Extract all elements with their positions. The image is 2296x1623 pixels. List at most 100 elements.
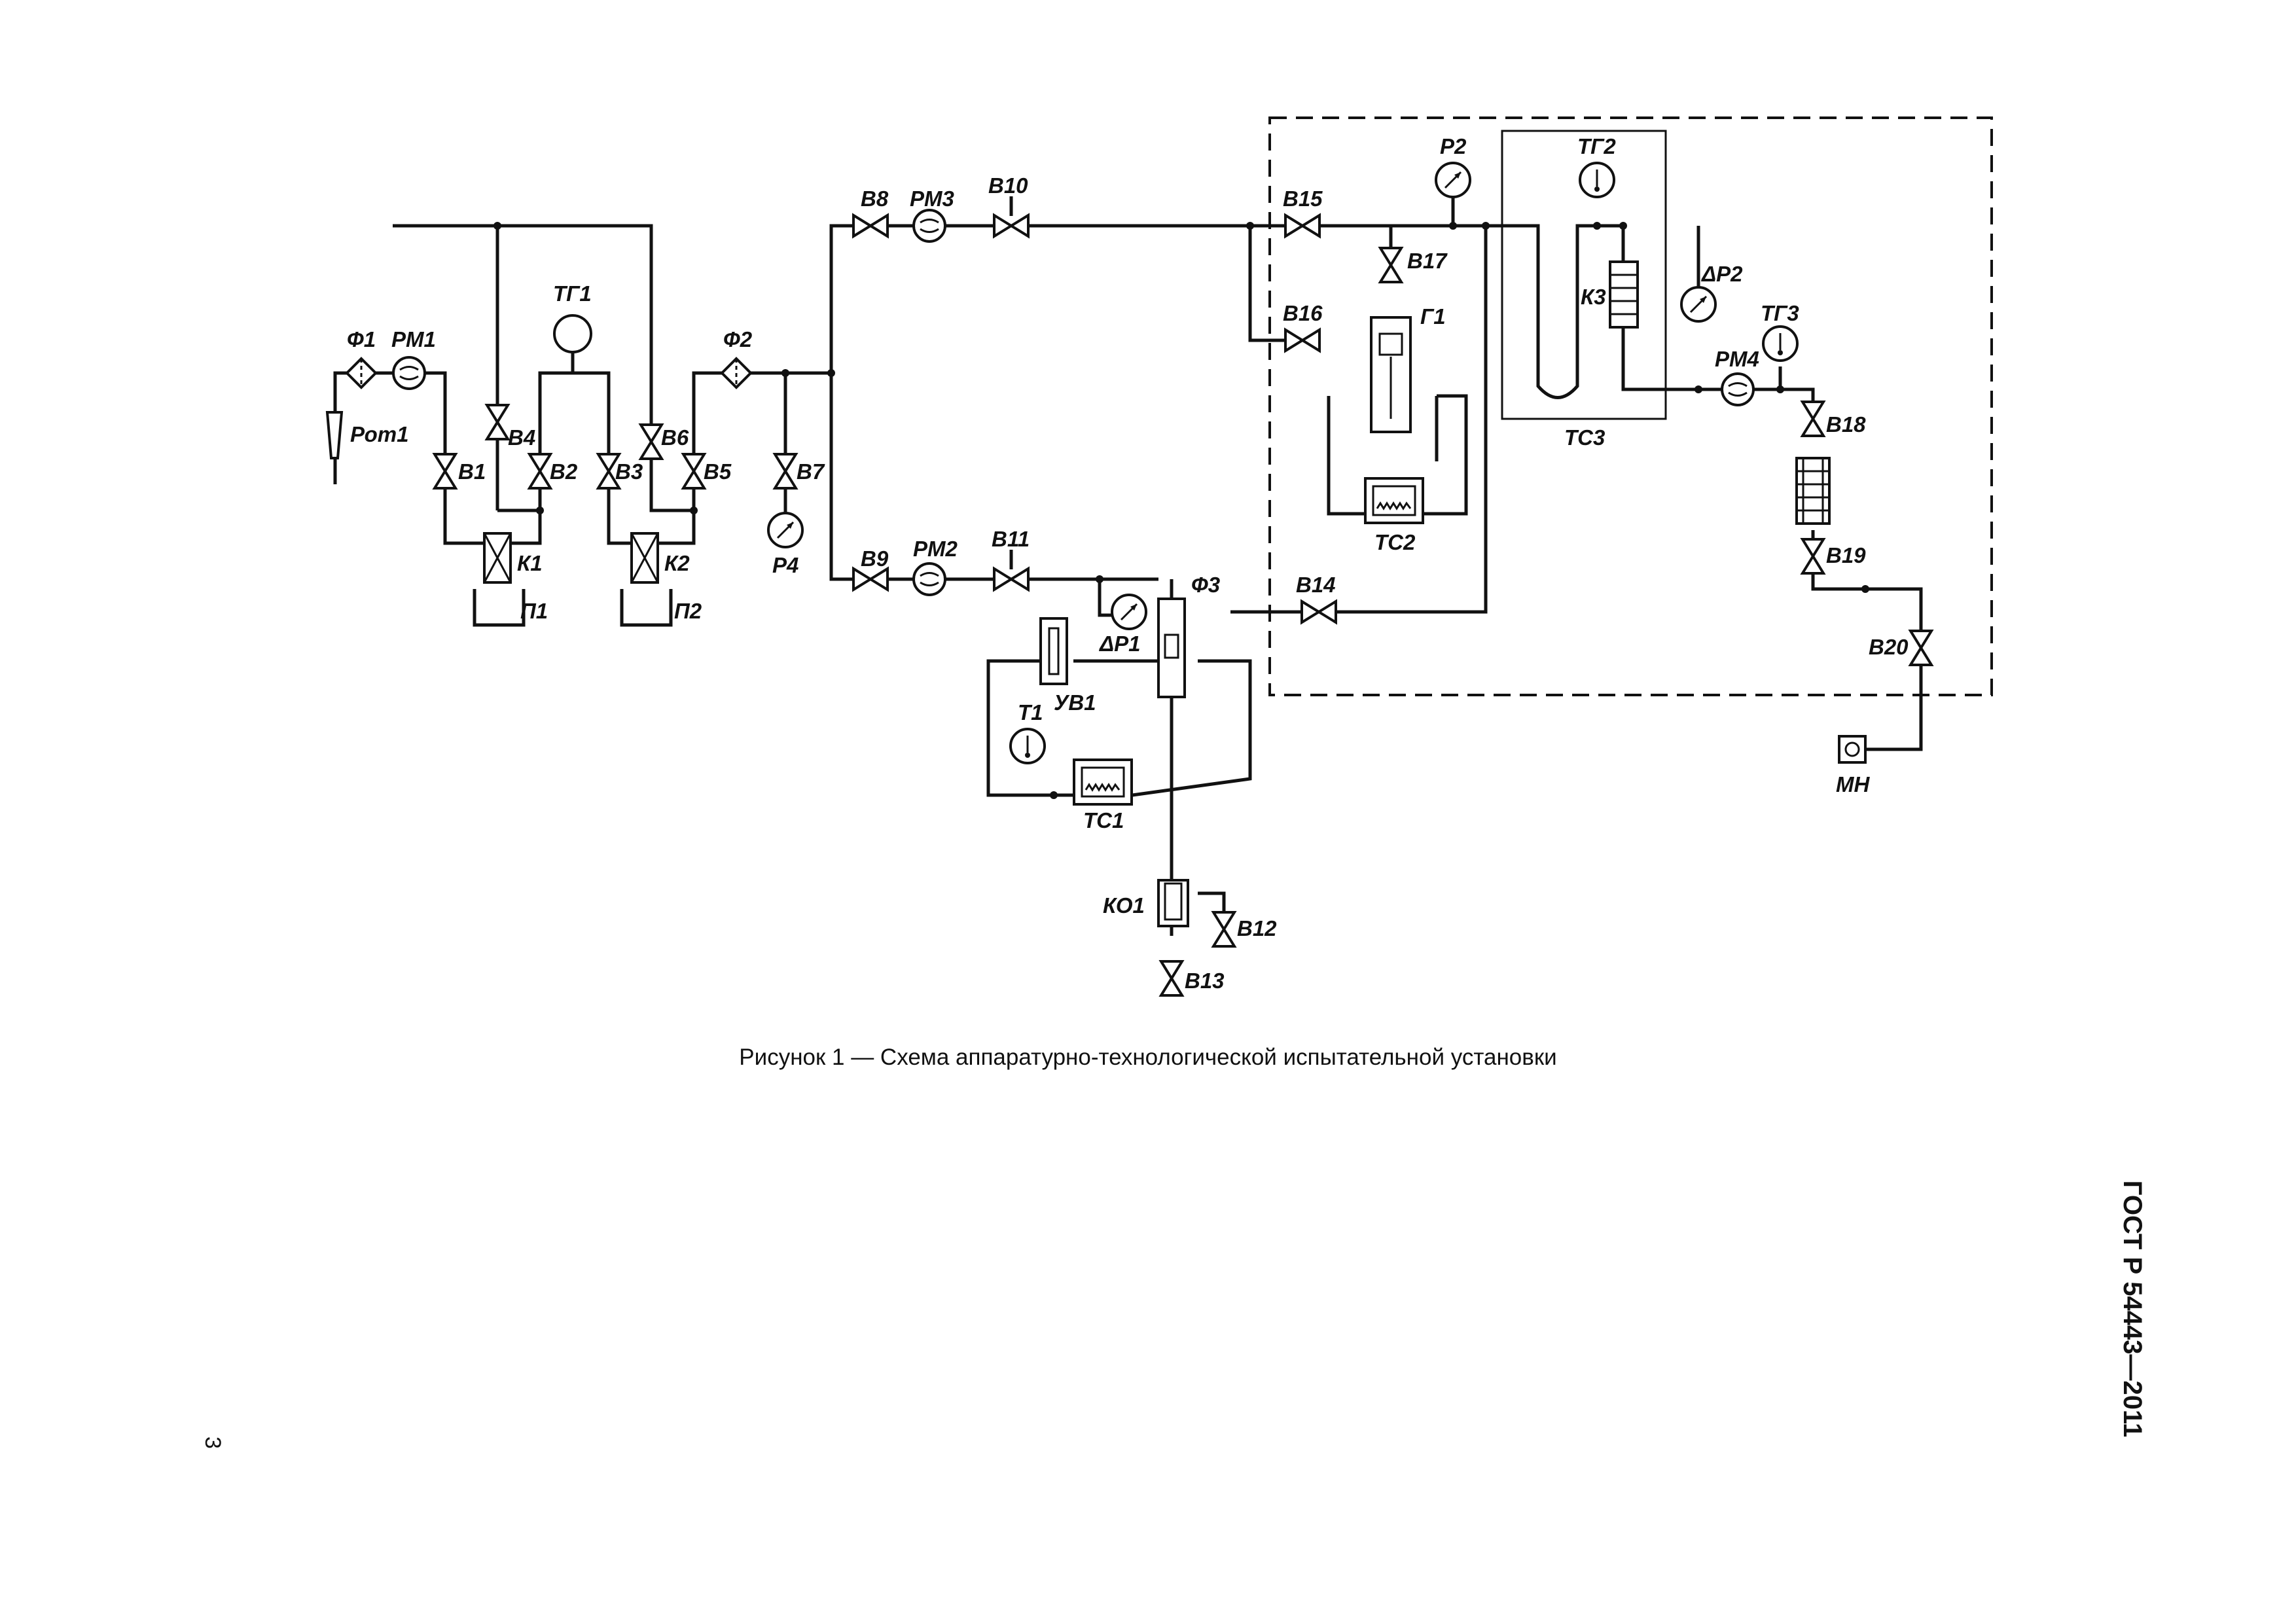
- label-v14: В14: [1296, 573, 1336, 597]
- filter-f2: [721, 357, 752, 389]
- label-f3: Ф3: [1191, 573, 1220, 597]
- gauge-p2: [1435, 162, 1471, 198]
- label-k1: К1: [517, 551, 543, 575]
- label-g1: Г1: [1420, 304, 1446, 329]
- valve-v4: [486, 404, 509, 440]
- filter-f1: [346, 357, 377, 389]
- thermometer-tg2: [1579, 162, 1615, 198]
- label-v2: В2: [550, 459, 578, 484]
- standard-designation: ГОСТ Р 54443—2011: [2118, 1180, 2147, 1438]
- label-v10: В10: [988, 173, 1028, 198]
- label-v8: В8: [861, 187, 889, 211]
- label-tg2: ТГ2: [1577, 134, 1616, 158]
- label-v20: В20: [1869, 635, 1909, 659]
- thermostat-tc1: [1073, 758, 1133, 806]
- label-rm2: РМ2: [913, 537, 958, 561]
- label-dp1: ΔР1: [1098, 632, 1141, 656]
- label-tg3: ТГ3: [1761, 301, 1799, 325]
- valve-v18: [1801, 401, 1825, 437]
- thermostat-enclosure: [1268, 116, 1993, 696]
- thermometer-tg3: [1762, 325, 1799, 362]
- dryer-column: [1795, 457, 1831, 525]
- gauge-dp2: [1680, 286, 1717, 323]
- valve-v20: [1909, 630, 1933, 666]
- rotameter-rot1: [325, 411, 344, 459]
- label-tc1: ТС1: [1083, 808, 1124, 832]
- valve-v12: [1212, 911, 1236, 948]
- label-rm4: РМ4: [1715, 347, 1759, 371]
- valve-v8: [852, 214, 889, 238]
- valve-v13: [1160, 960, 1183, 997]
- flowmeter-rm1: [392, 356, 426, 390]
- label-rot1: Рот1: [350, 422, 408, 446]
- label-v12: В12: [1237, 916, 1277, 940]
- label-t1: Т1: [1018, 700, 1043, 724]
- valve-v17: [1379, 247, 1403, 283]
- condensate-trap-ko1: [1157, 879, 1189, 927]
- label-tg1: ТГ1: [553, 281, 592, 306]
- valve-v9: [852, 567, 889, 591]
- label-v7: В7: [797, 459, 825, 484]
- label-v17: В17: [1407, 249, 1448, 273]
- label-v16: В16: [1283, 301, 1323, 325]
- label-v18: В18: [1826, 412, 1866, 437]
- label-v13: В13: [1185, 969, 1225, 993]
- gauge-dp1: [1111, 594, 1147, 630]
- label-v4: В4: [508, 425, 535, 450]
- label-rm1: РМ1: [391, 327, 436, 351]
- label-f2: Ф2: [723, 327, 753, 351]
- valve-v16: [1284, 329, 1321, 352]
- valve-v14: [1300, 600, 1337, 624]
- label-tc3: ТС3: [1564, 425, 1605, 450]
- flowmeter-rm2: [912, 562, 946, 596]
- valve-v6: [639, 423, 663, 460]
- label-p2: П2: [674, 599, 702, 623]
- thermometer-t1: [1009, 728, 1046, 764]
- components: [325, 130, 1933, 997]
- column-k3: [1609, 260, 1639, 329]
- pump-mn: [1838, 735, 1867, 764]
- label-uv1: УВ1: [1054, 690, 1096, 715]
- thermostat-tc3: [1501, 130, 1667, 420]
- valve-v2: [528, 453, 552, 490]
- filter-f3: [1157, 597, 1186, 698]
- label-v1: В1: [458, 459, 486, 484]
- valve-v15: [1284, 214, 1321, 238]
- label-v9: В9: [861, 546, 889, 571]
- label-p4: Р4: [772, 553, 798, 577]
- flowmeter-rm3: [912, 209, 946, 243]
- valve-v5: [682, 453, 706, 490]
- label-k3: К3: [1581, 285, 1606, 309]
- valve-v1: [433, 453, 457, 490]
- label-rm3: РМ3: [910, 187, 954, 211]
- label-v19: В19: [1826, 543, 1866, 567]
- label-mn: МН: [1836, 772, 1870, 796]
- component-labels: Ф1 РМ1 Рот1 В1 В4 В2 К1 П1 ТГ1 В3 В6 В5 …: [347, 134, 1909, 993]
- hygrometer-tg1: [553, 314, 592, 353]
- label-v15: В15: [1283, 187, 1323, 211]
- label-v11: В11: [992, 527, 1030, 551]
- label-f1: Ф1: [347, 327, 376, 351]
- valve-v19: [1801, 538, 1825, 575]
- label-k2: К2: [664, 551, 690, 575]
- label-v5: В5: [704, 459, 732, 484]
- humidifier-uv1: [1039, 617, 1068, 685]
- label-dp2: ΔР2: [1700, 262, 1743, 286]
- label-tc2: ТС2: [1374, 530, 1416, 554]
- figure-caption: Рисунок 1 — Схема аппаратурно-технологич…: [739, 1044, 1557, 1070]
- gauge-p4: [767, 512, 804, 548]
- label-v3: В3: [615, 459, 643, 484]
- thermostat-tc2: [1364, 477, 1424, 524]
- flowmeter-rm4: [1721, 372, 1755, 406]
- vessel-p1: [473, 589, 526, 627]
- label-p2g: Р2: [1440, 134, 1467, 158]
- page-number: 3: [200, 1436, 225, 1449]
- label-p1: П1: [520, 599, 548, 623]
- valve-v11: [993, 567, 1030, 591]
- valve-v10: [993, 214, 1030, 238]
- label-ko1: КО1: [1103, 893, 1145, 918]
- label-v6: В6: [661, 425, 689, 450]
- valve-v7: [774, 453, 797, 490]
- vessel-p2: [620, 589, 673, 627]
